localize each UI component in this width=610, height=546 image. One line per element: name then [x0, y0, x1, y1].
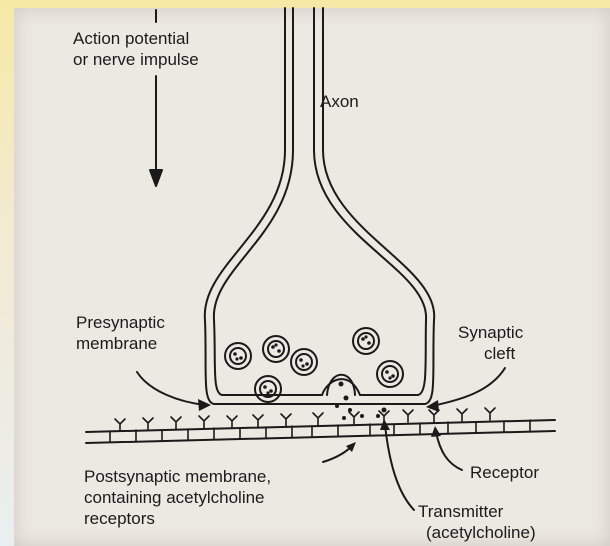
label-receptor: Receptor [470, 462, 539, 483]
postsynaptic-membrane [86, 408, 555, 443]
label-postsynaptic-3: receptors [84, 508, 155, 529]
label-synaptic-2: cleft [484, 343, 515, 364]
membrane-divisions [110, 420, 530, 442]
vesicle-contents [233, 335, 395, 394]
synaptic-cleft-leader [432, 368, 505, 406]
impulse-arrowhead [150, 170, 162, 186]
label-postsynaptic-1: Postsynaptic membrane, [84, 466, 271, 487]
label-presynaptic-2: membrane [76, 333, 157, 354]
transmitter-leader [385, 425, 414, 510]
label-transmitter-1: Transmitter [418, 501, 503, 522]
label-action-potential-2: or nerve impulse [73, 49, 199, 70]
label-presynaptic-1: Presynaptic [76, 312, 165, 333]
label-transmitter-2: (acetylcholine) [426, 522, 536, 543]
released-transmitter [335, 382, 387, 421]
label-action-potential-1: Action potential [73, 28, 189, 49]
axon-terminal-outer [205, 8, 434, 404]
postsynaptic-leader [323, 446, 352, 462]
synaptic-vesicles [225, 328, 403, 402]
label-axon: Axon [320, 91, 359, 112]
axon-terminal-inner [214, 8, 426, 395]
presynaptic-leader [137, 372, 205, 405]
label-postsynaptic-2: containing acetylcholine [84, 487, 265, 508]
receptor-leader [436, 432, 462, 470]
label-synaptic-1: Synaptic [458, 322, 523, 343]
